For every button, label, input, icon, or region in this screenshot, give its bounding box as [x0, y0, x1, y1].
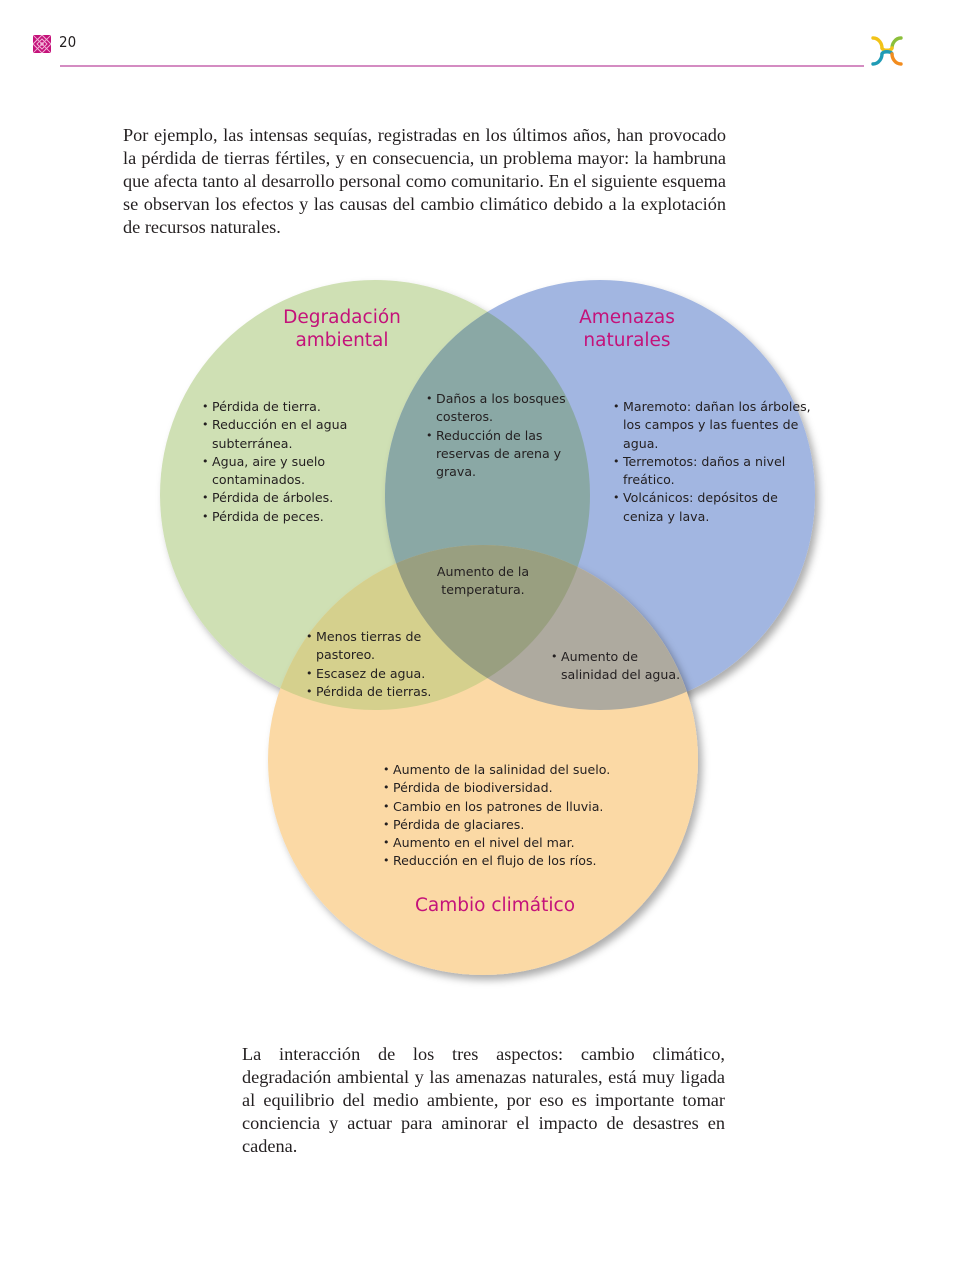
list-item: Terremotos: daños a nivel freático. — [613, 453, 813, 490]
list-item: Pérdida de tierra. — [202, 398, 392, 417]
list-item: Aumento de la salinidad del suelo. — [383, 761, 643, 780]
list-item: Volcánicos: depósitos de ceniza y lava. — [613, 489, 813, 526]
list-cambio: Aumento de la salinidad del suelo. Pérdi… — [383, 761, 643, 871]
title-cambio: Cambio climático — [414, 895, 576, 916]
list-item: Pérdida de tierras. — [306, 683, 466, 702]
list-item: Daños a los bosques costeros. — [426, 390, 566, 427]
list-item: Reducción de las reservas de arena y gra… — [426, 427, 566, 482]
closing-paragraph: La interacción de los tres aspectos: cam… — [242, 1044, 725, 1156]
list-item: Reducción en el flujo de los ríos. — [383, 852, 643, 871]
list-item: Agua, aire y suelo contaminados. — [202, 453, 392, 490]
title-degradacion-line2: ambiental — [295, 330, 389, 351]
list-item: Aumento en el nivel del mar. — [383, 834, 643, 853]
pattern-icon — [33, 35, 51, 53]
list-item: Reducción en el agua subterránea. — [202, 416, 392, 453]
center-text: Aumento de la temperatura. — [436, 564, 530, 598]
list-amenazas-cambio: Aumento de salinidad del agua. — [551, 648, 691, 685]
intro-paragraph: Por ejemplo, las intensas sequías, regis… — [123, 125, 726, 237]
list-degradacion-cambio: Menos tierras de pastoreo. Escasez de ag… — [306, 628, 466, 701]
list-degradacion: Pérdida de tierra. Reducción en el agua … — [202, 398, 392, 526]
title-amenazas-line2: naturales — [583, 330, 671, 351]
list-item: Pérdida de árboles. — [202, 489, 392, 508]
list-item: Cambio en los patrones de lluvia. — [383, 798, 643, 817]
title-degradacion: Degradación ambiental — [252, 306, 432, 352]
list-item: Aumento de salinidad del agua. — [551, 648, 691, 685]
title-amenazas: Amenazas naturales — [537, 306, 717, 352]
logo-icon — [871, 36, 903, 66]
title-degradacion-line1: Degradación — [283, 307, 401, 328]
header-rule — [60, 65, 864, 67]
list-item: Pérdida de biodiversidad. — [383, 779, 643, 798]
list-degradacion-amenazas: Daños a los bosques costeros. Reducción … — [426, 390, 566, 481]
list-item: Pérdida de peces. — [202, 508, 392, 527]
title-amenazas-line1: Amenazas — [579, 307, 675, 328]
list-amenazas: Maremoto: dañan los árboles, los campos … — [613, 398, 813, 526]
list-item: Pérdida de glaciares. — [383, 816, 643, 835]
page-number: 20 — [59, 33, 77, 51]
list-item: Menos tierras de pastoreo. — [306, 628, 466, 665]
list-item: Maremoto: dañan los árboles, los campos … — [613, 398, 813, 453]
list-item: Escasez de agua. — [306, 665, 466, 684]
